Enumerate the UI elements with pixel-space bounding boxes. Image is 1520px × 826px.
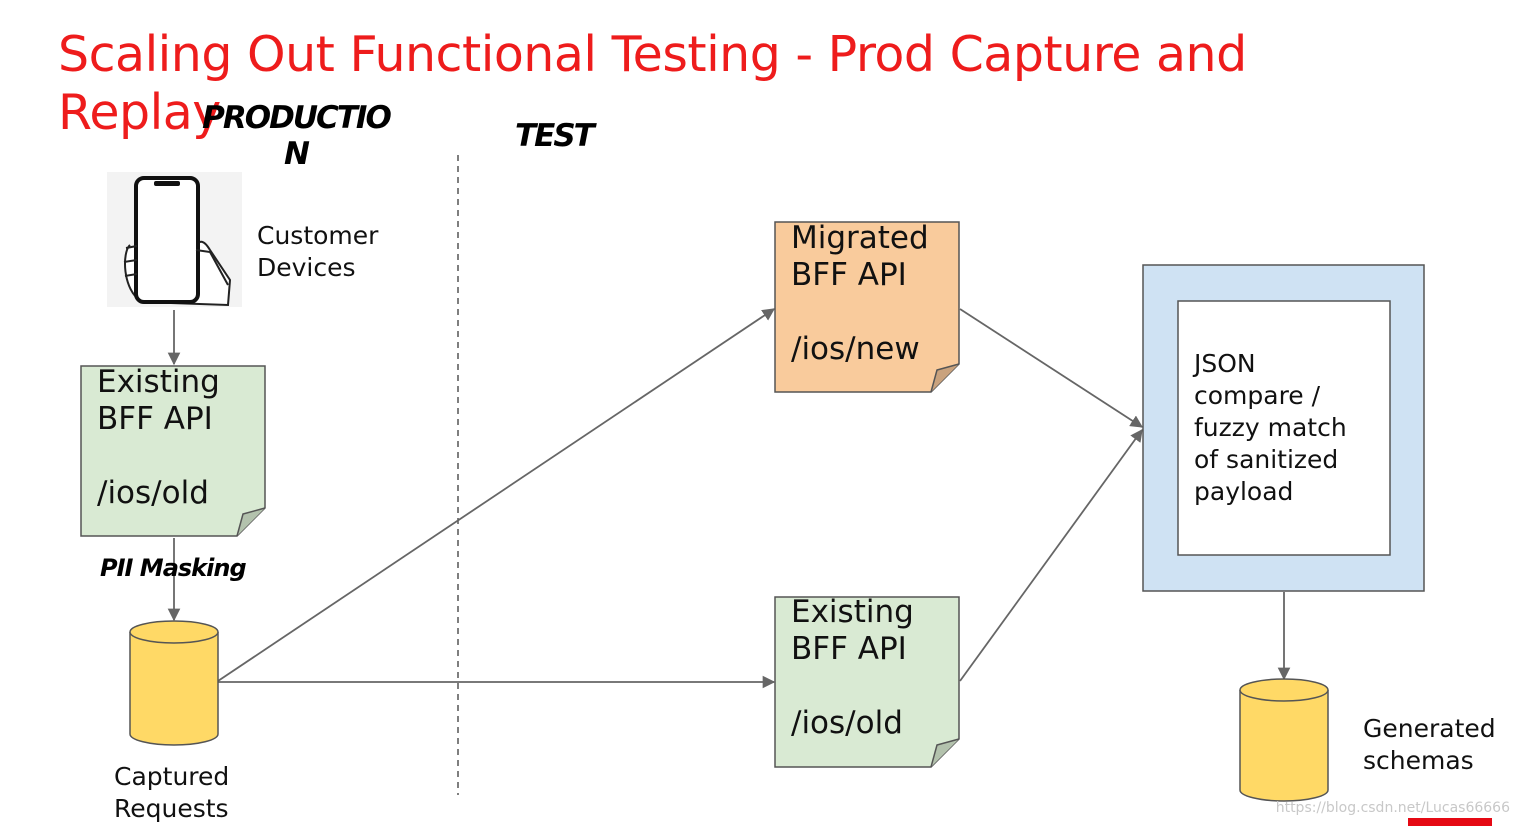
note-existing-bff-prod (80, 365, 266, 537)
label-generated-schemas: Generated schemas (1363, 714, 1496, 775)
brand-logo-strip (1408, 818, 1492, 826)
note-text-existing-prod: Existing BFF API /ios/old (97, 364, 220, 511)
captured-requests-cylinder-icon (129, 620, 219, 746)
note-text-existing-test: Existing BFF API /ios/old (791, 594, 914, 741)
note-text-migrated: Migrated BFF API /ios/new (791, 220, 929, 367)
note-existing-bff-test (774, 596, 960, 768)
generated-schemas-cylinder-icon (1239, 678, 1329, 802)
label-customer-devices: Customer Devices (257, 221, 379, 282)
arrow-existing-test-to-compare (959, 428, 1143, 682)
compare-box-inner (1177, 300, 1391, 556)
lane-label-production: PRODUCTIO N (202, 100, 392, 172)
lane-label-test: TEST (515, 118, 595, 154)
phone-in-hand-icon (107, 172, 242, 307)
label-pii-masking: PII Masking (100, 554, 247, 582)
watermark-text: https://blog.csdn.net/Lucas66666 (1275, 800, 1510, 816)
label-captured-requests: Captured Requests (114, 762, 230, 823)
note-migrated-bff (774, 221, 960, 393)
slide-title: Scaling Out Functional Testing - Prod Ca… (58, 26, 1247, 141)
arrow-captured-to-migrated (217, 308, 776, 682)
compare-box-text: JSON compare / fuzzy match of sanitized … (1194, 349, 1347, 506)
arrow-migrated-to-compare (959, 308, 1144, 428)
